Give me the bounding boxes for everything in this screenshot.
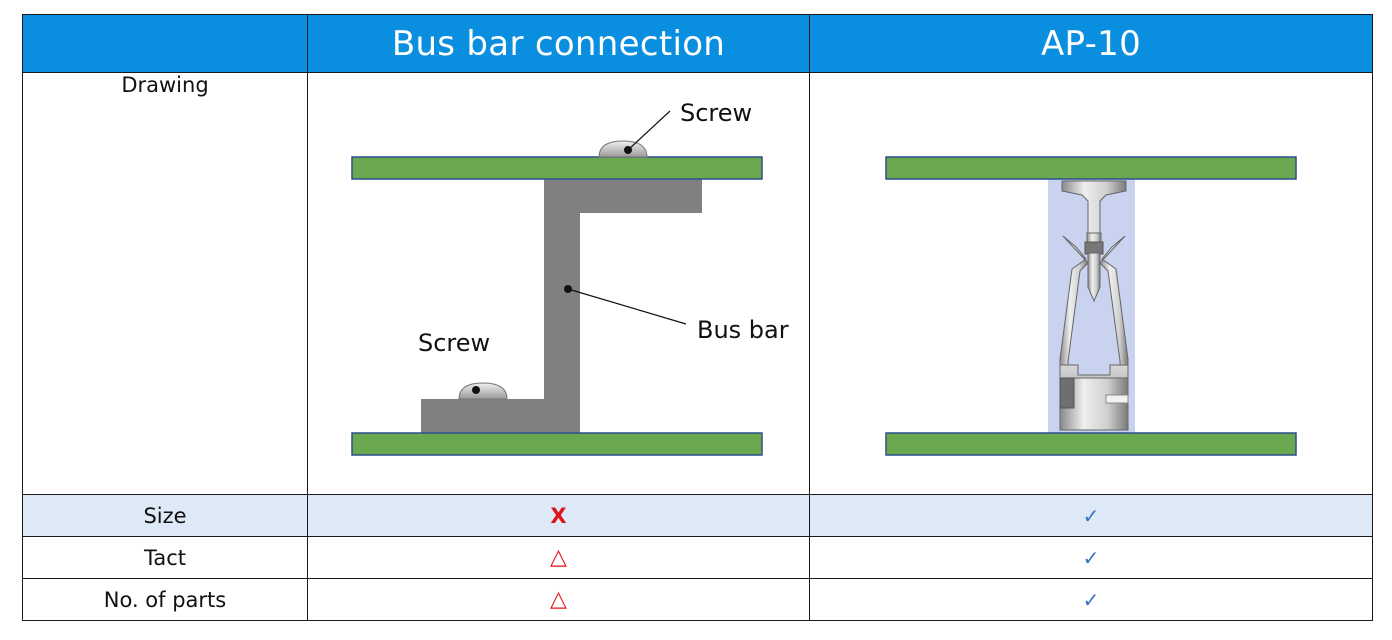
size-ap10-mark: ✓ [809,494,1373,537]
screw-top-label: Screw [680,99,752,127]
parts-bus-bar-mark: △ [307,578,810,621]
tact-ap10-mark: ✓ [809,536,1373,579]
drawing-label: Drawing [22,72,308,495]
parts-row: No. of parts △ ✓ [22,578,1373,621]
parts-ap10-mark: ✓ [809,578,1373,621]
header-ap10: AP-10 [809,14,1373,73]
bus-bar-label: Bus bar [697,316,789,344]
connector-center-pin [1087,252,1101,303]
tact-row: Tact △ ✓ [22,536,1373,579]
header-empty-cell [22,14,308,73]
top-screw-head [598,140,648,158]
ap10-bottom-pcb-board [885,432,1297,456]
bus-bar-diagram: Screw Screw Bus bar [351,99,789,456]
ap10-drawing-cell [809,72,1373,495]
ap10-diagram [885,156,1297,456]
header-row: Bus bar connection AP-10 [22,14,1373,73]
screw-bottom-label: Screw [418,329,490,357]
comparison-table: Bus bar connection AP-10 Drawing [22,14,1373,621]
size-row: Size X ✓ [22,494,1373,537]
tact-bus-bar-mark: △ [307,536,810,579]
bottom-pcb-board [351,432,763,456]
top-pcb-board [351,156,763,180]
bottom-screw-head [458,382,508,400]
tact-label: Tact [22,536,308,579]
bus-bar-drawing-cell: Screw Screw Bus bar [307,72,810,495]
drawing-row: Drawing [22,72,1373,495]
header-bus-bar-connection: Bus bar connection [307,14,810,73]
parts-label: No. of parts [22,578,308,621]
size-bus-bar-mark: X [307,494,810,537]
size-label: Size [22,494,308,537]
ap10-top-pcb-board [885,156,1297,180]
bus-bar-vertical [544,179,580,433]
bus-bar-lower-arm [421,399,580,433]
